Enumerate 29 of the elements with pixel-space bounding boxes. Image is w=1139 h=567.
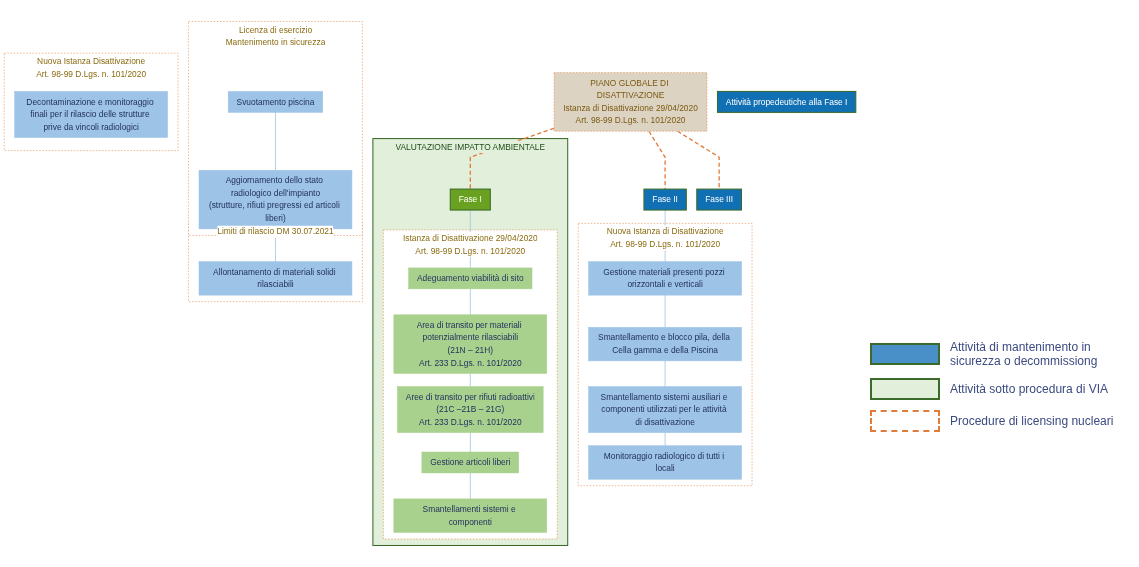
node-box: Attività propedeutiche alla Fase I: [716, 90, 857, 113]
node-box: Fase I: [449, 188, 491, 211]
connector: [469, 472, 471, 500]
node-box: Smantellamento e blocco pila, della Cella gamma e della Piscina: [588, 327, 742, 362]
node-box: Allontanamento di materiali solidi rilasciabili: [198, 261, 353, 296]
node-box: Gestione articoli liberi: [421, 451, 519, 474]
node-box: Aree di transito per rifiuti radioattivi (21C –21B – 21G) Art. 233 D.Lgs. n. 101/2020: [397, 386, 544, 433]
node-box: Svuotamento piscina: [227, 91, 323, 113]
node-box: Fase II: [643, 188, 687, 211]
connector: [275, 112, 276, 171]
legend-text: Procedure di licensing nucleari: [950, 414, 1114, 428]
node-box: Fase III: [696, 188, 742, 211]
connector: [664, 432, 666, 447]
node-box: Smantellamento sistemi ausiliari e componenti utilizzati per le attività di disattivazione: [588, 386, 742, 433]
connector: [676, 130, 720, 190]
legend-text: Attività di mantenimento in sicurezza o decommissiong: [950, 340, 1099, 368]
connector: [469, 432, 471, 453]
node-box: Decontaminazione e monitoraggio finali per il rilascio delle strutture prive da vincoli radiologici: [14, 91, 168, 138]
node-box: Area di transito per materiali potenzialmente rilasciabili (21N – 21H) Art. 233 D.Lgs. n. 101/2020: [393, 314, 547, 374]
connector: [664, 294, 666, 328]
node-box: Adeguamento viabilità di sito: [408, 267, 533, 290]
node-box: Monitoraggio radiologico di tutti i locali: [588, 445, 742, 480]
connector: [664, 360, 666, 387]
node-box: PIANO GLOBALE DI DISATTIVAZIONE Istanza di Disattivazione 29/04/2020 Art. 98-99 D.Lgs. n. 101/2020: [553, 72, 708, 132]
node-box: Gestione materiali presenti pozzi orizzontali e verticali: [588, 261, 742, 296]
connector: [469, 373, 471, 387]
legend-text: Attività sotto procedura di VIA: [950, 382, 1109, 396]
connector: [469, 288, 471, 316]
node-box: Smantellamenti sistemi e componenti: [393, 498, 547, 533]
